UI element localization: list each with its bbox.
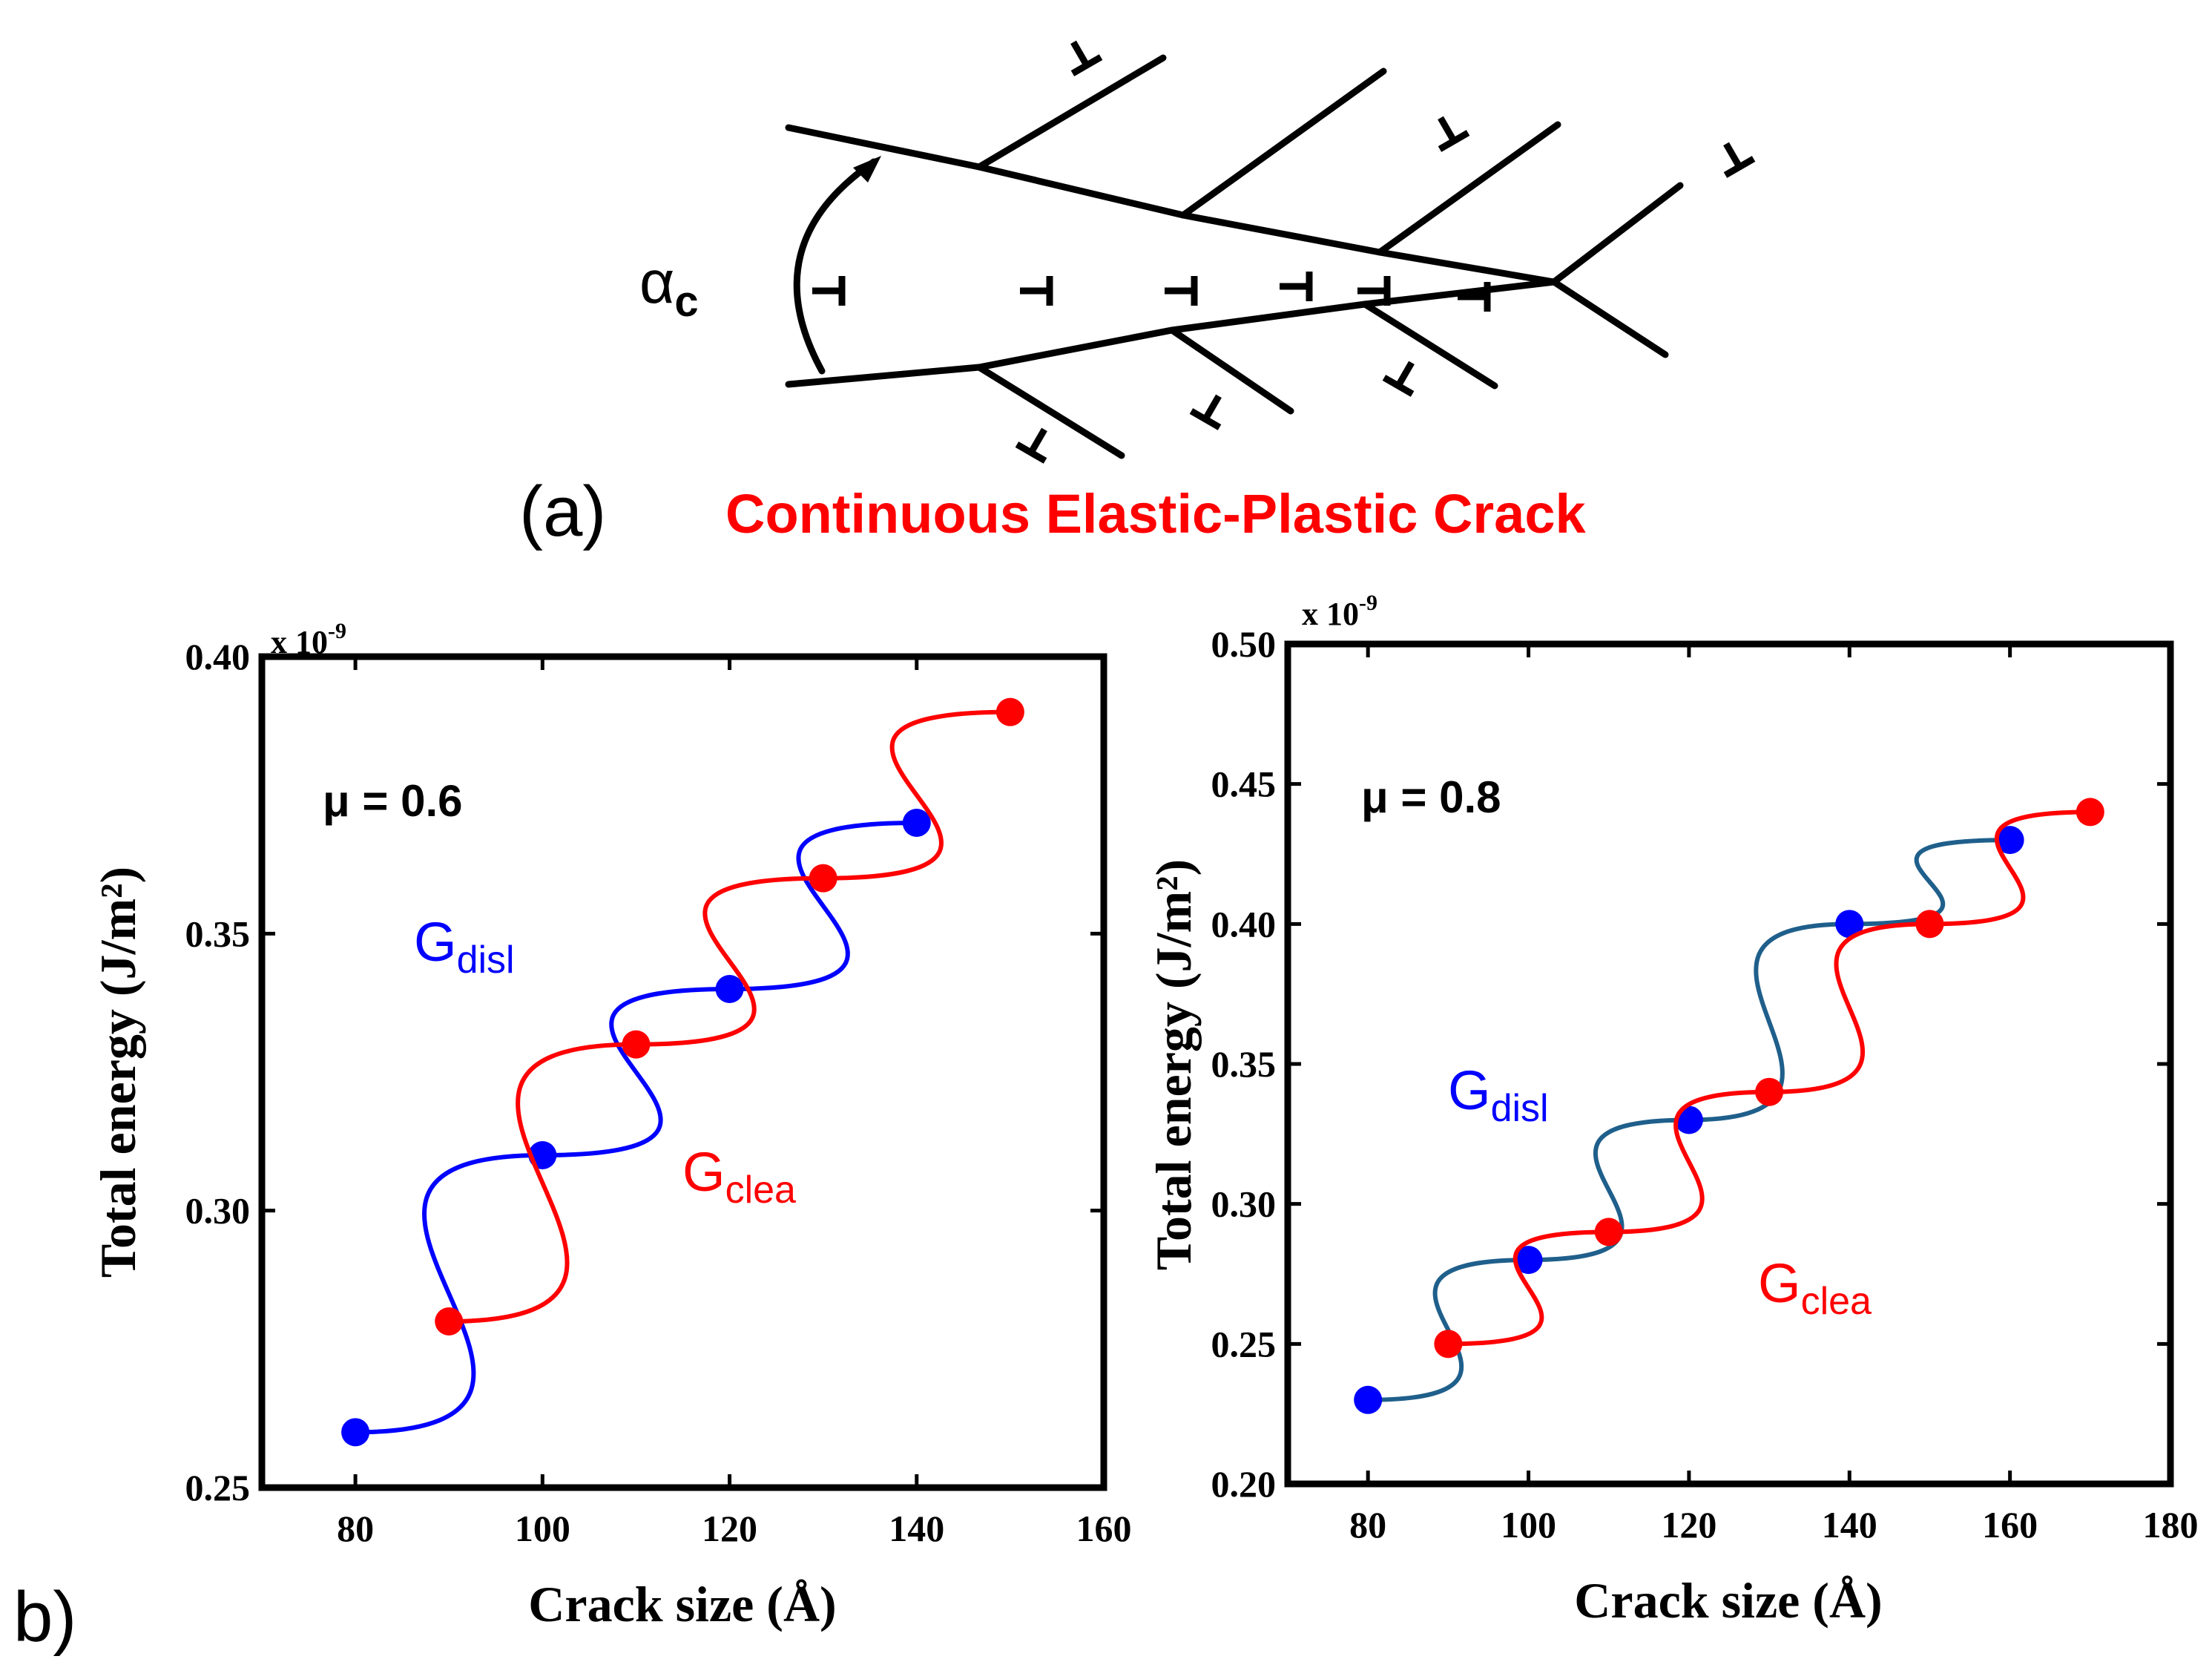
dislocation-icon bbox=[1458, 282, 1491, 312]
chart-left-data-point bbox=[715, 975, 744, 1003]
chart-right-data-point bbox=[1354, 1385, 1383, 1414]
chart-left-x-tick-label: 160 bbox=[1076, 1508, 1132, 1549]
chart-right-data-point bbox=[1835, 910, 1864, 939]
chart-right-data-point bbox=[1755, 1077, 1784, 1106]
diagram-title: Continuous Elastic-Plastic Crack bbox=[725, 483, 1586, 545]
chart-right-x-axis-label: Crack size (Å) bbox=[1574, 1572, 1882, 1629]
chart-right-x-tick-label: 100 bbox=[1501, 1504, 1556, 1545]
chart-left-data-point bbox=[435, 1307, 464, 1336]
chart-left-x-tick-label: 100 bbox=[515, 1508, 570, 1549]
chart-left-exponent: x 10-9 bbox=[271, 619, 346, 660]
dislocation-icon bbox=[1015, 427, 1047, 464]
slip-band-lower-2 bbox=[1168, 326, 1294, 415]
chart-right-x-tick-label: 80 bbox=[1349, 1504, 1386, 1545]
chart-left-x-tick-label: 140 bbox=[889, 1508, 944, 1549]
chart-right-y-tick-label: 0.50 bbox=[1211, 623, 1277, 665]
slip-band-lower-4 bbox=[1550, 278, 1669, 358]
chart-right-data-point bbox=[2076, 798, 2104, 827]
dislocation-icon bbox=[1020, 276, 1053, 306]
chart-left-y-axis-label: Total energy (J/m²) bbox=[90, 867, 146, 1278]
dislocation-icon bbox=[1382, 361, 1415, 397]
dislocation-icon bbox=[1723, 142, 1756, 178]
chart-left-x-tick-label: 120 bbox=[702, 1508, 757, 1549]
chart-right-x-tick-label: 180 bbox=[2143, 1504, 2199, 1545]
chart-left: 80 100 120 140 160 0.25 0.30 0.35 0.40 x 10-9 μ … bbox=[90, 619, 1132, 1632]
panel-a-label: (a) bbox=[519, 472, 606, 551]
chart-left-data-point bbox=[622, 1030, 651, 1059]
slip-band-upper-4 bbox=[1550, 182, 1684, 286]
chart-left-annotation: μ = 0.6 bbox=[323, 776, 463, 826]
slip-band-lower-3 bbox=[1361, 300, 1498, 390]
angle-arrowhead-icon bbox=[853, 156, 881, 183]
chart-right: 80 100 120 140 160 180 0.20 0.25 0.30 0.35 0.40 0.4… bbox=[1145, 591, 2199, 1629]
chart-left-y-tick-label: 0.30 bbox=[185, 1190, 251, 1232]
chart-right-series-clea-label: Gclea bbox=[1758, 1252, 1872, 1323]
angle-label: αc bbox=[639, 249, 699, 326]
slip-band-upper-2 bbox=[1179, 68, 1387, 219]
angle-arc bbox=[793, 158, 878, 375]
chart-left-ticks: 80 100 120 140 160 0.25 0.30 0.35 0.40 bbox=[185, 636, 1132, 1549]
dislocation-icon bbox=[1280, 272, 1313, 301]
dislocations bbox=[812, 40, 1756, 464]
chart-right-series-disl-label: Gdisl bbox=[1448, 1060, 1549, 1130]
chart-left-data-point bbox=[995, 697, 1024, 726]
chart-left-y-tick-label: 0.25 bbox=[185, 1467, 251, 1508]
chart-right-y-tick-label: 0.20 bbox=[1211, 1463, 1277, 1505]
chart-right-y-tick-label: 0.35 bbox=[1211, 1043, 1277, 1085]
slip-band-upper-3 bbox=[1376, 121, 1561, 256]
chart-right-y-tick-label: 0.40 bbox=[1211, 903, 1277, 945]
dislocation-icon bbox=[812, 276, 846, 306]
chart-left-y-tick-label: 0.35 bbox=[185, 913, 251, 954]
chart-left-x-axis-label: Crack size (Å) bbox=[528, 1576, 836, 1632]
chart-left-series-clea-label: Gclea bbox=[682, 1141, 796, 1212]
chart-left-series-disl-label: Gdisl bbox=[414, 911, 515, 982]
chart-right-x-tick-label: 120 bbox=[1661, 1504, 1716, 1545]
chart-left-data-point bbox=[809, 864, 837, 893]
slip-band-lower-1 bbox=[975, 364, 1125, 459]
chart-right-y-tick-label: 0.25 bbox=[1211, 1323, 1277, 1364]
chart-left-plot bbox=[341, 697, 1024, 1447]
dislocation-icon bbox=[1438, 116, 1470, 152]
panel-b-label: b) bbox=[13, 1577, 76, 1657]
chart-right-data-point bbox=[1434, 1330, 1463, 1359]
chart-right-y-axis-label: Total energy (J/m²) bbox=[1145, 859, 1202, 1270]
chart-right-x-tick-label: 140 bbox=[1822, 1504, 1877, 1545]
slip-band-upper-1 bbox=[975, 54, 1167, 171]
chart-right-frame bbox=[1284, 640, 2174, 1488]
dislocation-icon bbox=[1357, 276, 1391, 306]
chart-right-x-tick-label: 160 bbox=[1982, 1504, 2038, 1545]
chart-left-data-point bbox=[341, 1418, 370, 1447]
chart-right-ticks: 80 100 120 140 160 180 0.20 0.25 0.30 0.35 0.40 0.4… bbox=[1211, 623, 2199, 1545]
chart-left-series-line-disl bbox=[355, 821, 917, 1435]
chart-right-y-tick-label: 0.45 bbox=[1211, 763, 1277, 805]
dislocation-icon bbox=[1165, 276, 1198, 306]
chart-right-exponent: x 10-9 bbox=[1302, 591, 1377, 632]
chart-left-y-tick-label: 0.40 bbox=[185, 636, 251, 677]
chart-right-y-tick-label: 0.30 bbox=[1211, 1183, 1277, 1225]
chart-left-x-tick-label: 80 bbox=[337, 1508, 374, 1549]
upper-crack-flank bbox=[785, 124, 1558, 286]
chart-right-plot bbox=[1354, 798, 2104, 1414]
chart-right-data-point bbox=[1915, 910, 1944, 939]
dislocation-icon bbox=[1189, 394, 1222, 430]
chart-right-annotation: μ = 0.8 bbox=[1361, 772, 1501, 822]
chart-left-data-point bbox=[902, 809, 931, 837]
chart-left-frame bbox=[258, 653, 1107, 1491]
chart-left-series-line-clea bbox=[449, 709, 1010, 1324]
chart-right-data-point bbox=[1514, 1246, 1543, 1275]
dislocation-icon bbox=[1070, 40, 1103, 76]
chart-right-data-point bbox=[1594, 1218, 1623, 1246]
chart-right-data-point bbox=[1995, 826, 2024, 855]
crack-diagram bbox=[785, 54, 1684, 459]
